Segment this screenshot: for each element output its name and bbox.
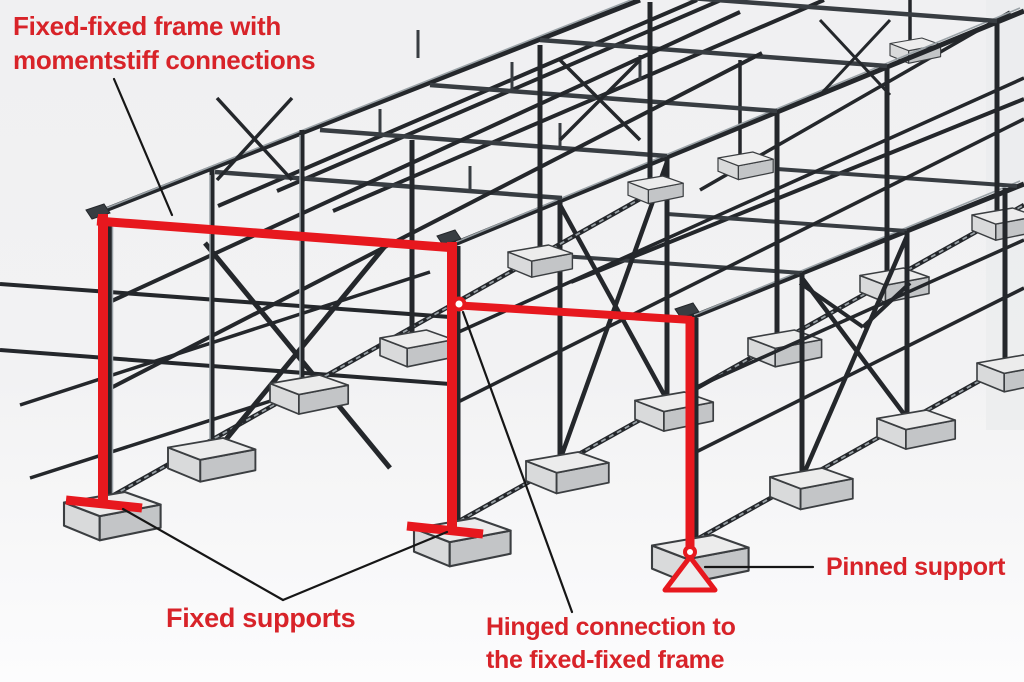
pinned-support-label: Pinned support <box>826 553 1006 581</box>
highlighted-top-beam <box>96 216 457 253</box>
roof-brace <box>215 96 294 182</box>
footing <box>634 391 715 432</box>
fixed-support-bar-left <box>65 495 143 513</box>
far-back-structure <box>699 0 1011 192</box>
beam-highlight <box>693 180 1021 316</box>
pinned-support-triangle <box>662 554 718 593</box>
footing <box>167 437 257 483</box>
pinned-support-circle <box>683 545 697 559</box>
fixed-frame-label: Fixed-fixed frame with momentstiff conne… <box>13 9 316 77</box>
side-rail <box>102 10 741 307</box>
footing <box>976 354 1024 393</box>
fixed-frame-label-line1: Fixed-fixed frame with <box>13 11 281 41</box>
footing <box>507 244 574 278</box>
roof-brace <box>558 58 642 142</box>
hinged-beam <box>451 301 693 324</box>
pointer-fixed-support-middle <box>281 530 449 602</box>
beam-end-cap <box>436 229 462 246</box>
cross-brace <box>203 241 392 470</box>
back-rail <box>0 348 451 386</box>
near-row-structure <box>0 2 763 542</box>
side-rail <box>451 76 1024 337</box>
eave-beam <box>689 181 1024 321</box>
pointer-fixed-frame <box>112 77 174 217</box>
eave-beam <box>451 8 1024 248</box>
beam-highlight <box>455 7 1021 243</box>
cross-brace <box>558 203 669 402</box>
pointer-fixed-support-left <box>121 507 285 602</box>
hinge-circle <box>451 296 467 312</box>
cross-brace <box>800 276 909 420</box>
roof-purlin <box>276 0 722 193</box>
hinged-connection-label-line2: the fixed-fixed frame <box>486 646 725 674</box>
footing <box>269 374 350 415</box>
roof-brace <box>818 18 892 97</box>
footing <box>379 329 455 368</box>
back-rail <box>0 282 451 319</box>
footing <box>876 409 957 450</box>
cross-brace <box>799 235 910 479</box>
roof-purlin <box>570 97 1024 284</box>
roof-purlin <box>332 0 825 213</box>
beam-end-cap <box>674 302 700 319</box>
pointer-hinged-connection <box>461 310 574 614</box>
v-brace <box>861 281 912 329</box>
side-rail <box>689 238 1024 392</box>
eave-beam <box>89 0 641 219</box>
ground-rail-bolts <box>691 355 1024 543</box>
beam-end-cap <box>85 203 111 220</box>
beam-highlight <box>93 0 634 214</box>
transverse-beam <box>539 37 888 69</box>
hinged-connection-label-line1: Hinged connection to <box>486 613 736 641</box>
v-brace <box>798 281 865 329</box>
transverse-beam <box>666 212 908 233</box>
roof-purlin <box>217 0 698 208</box>
footing <box>525 451 610 495</box>
highlighted-frame <box>65 214 718 593</box>
fixed-support-bar-middle <box>406 521 484 539</box>
transverse-beam <box>686 0 998 24</box>
fixed-supports-label: Fixed supports <box>166 603 356 633</box>
side-rail <box>451 117 1024 407</box>
pointer-lines <box>112 77 815 614</box>
footing <box>971 207 1024 241</box>
transverse-beam <box>214 169 563 201</box>
cross-brace <box>557 161 670 461</box>
hinged-connection-label: Hinged connection to the fixed-fixed fra… <box>486 611 736 677</box>
transverse-beam <box>561 254 803 275</box>
right-row-structure <box>650 188 1024 585</box>
transverse-beam <box>319 127 668 159</box>
side-rail <box>689 286 1024 457</box>
back-rail <box>19 270 431 407</box>
fixed-frame-label-line2: momentstiff connections <box>13 45 316 75</box>
footing <box>769 467 854 511</box>
